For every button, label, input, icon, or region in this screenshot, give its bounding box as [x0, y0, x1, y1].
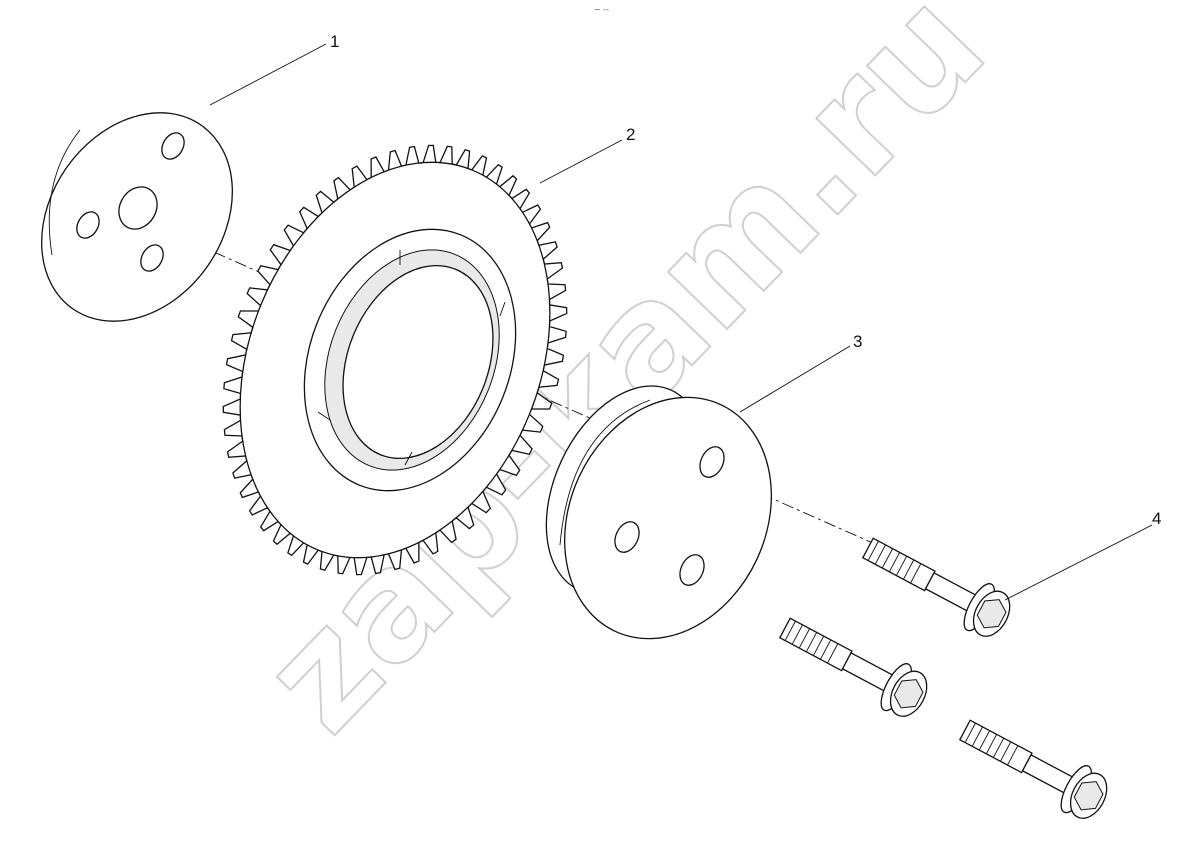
leader-line-2: [539, 139, 623, 184]
callout-1: 1: [330, 32, 339, 51]
leader-line-1: [209, 43, 327, 106]
flange-bolt-icon: [958, 719, 1108, 819]
callout-3: 3: [853, 332, 862, 351]
flange-bolt-icon: [778, 617, 928, 717]
callout-2: 2: [626, 125, 635, 144]
leader-line-3: [739, 345, 851, 413]
hub-flange-icon: [545, 385, 772, 640]
thrust-washer-icon: [41, 112, 233, 322]
header-mark: ~ --: [594, 5, 609, 14]
leader-line-4: [1004, 524, 1153, 601]
idler-gear-icon: [222, 144, 568, 576]
callout-4: 4: [1152, 509, 1161, 528]
flange-bolt-icon: [861, 537, 1011, 637]
